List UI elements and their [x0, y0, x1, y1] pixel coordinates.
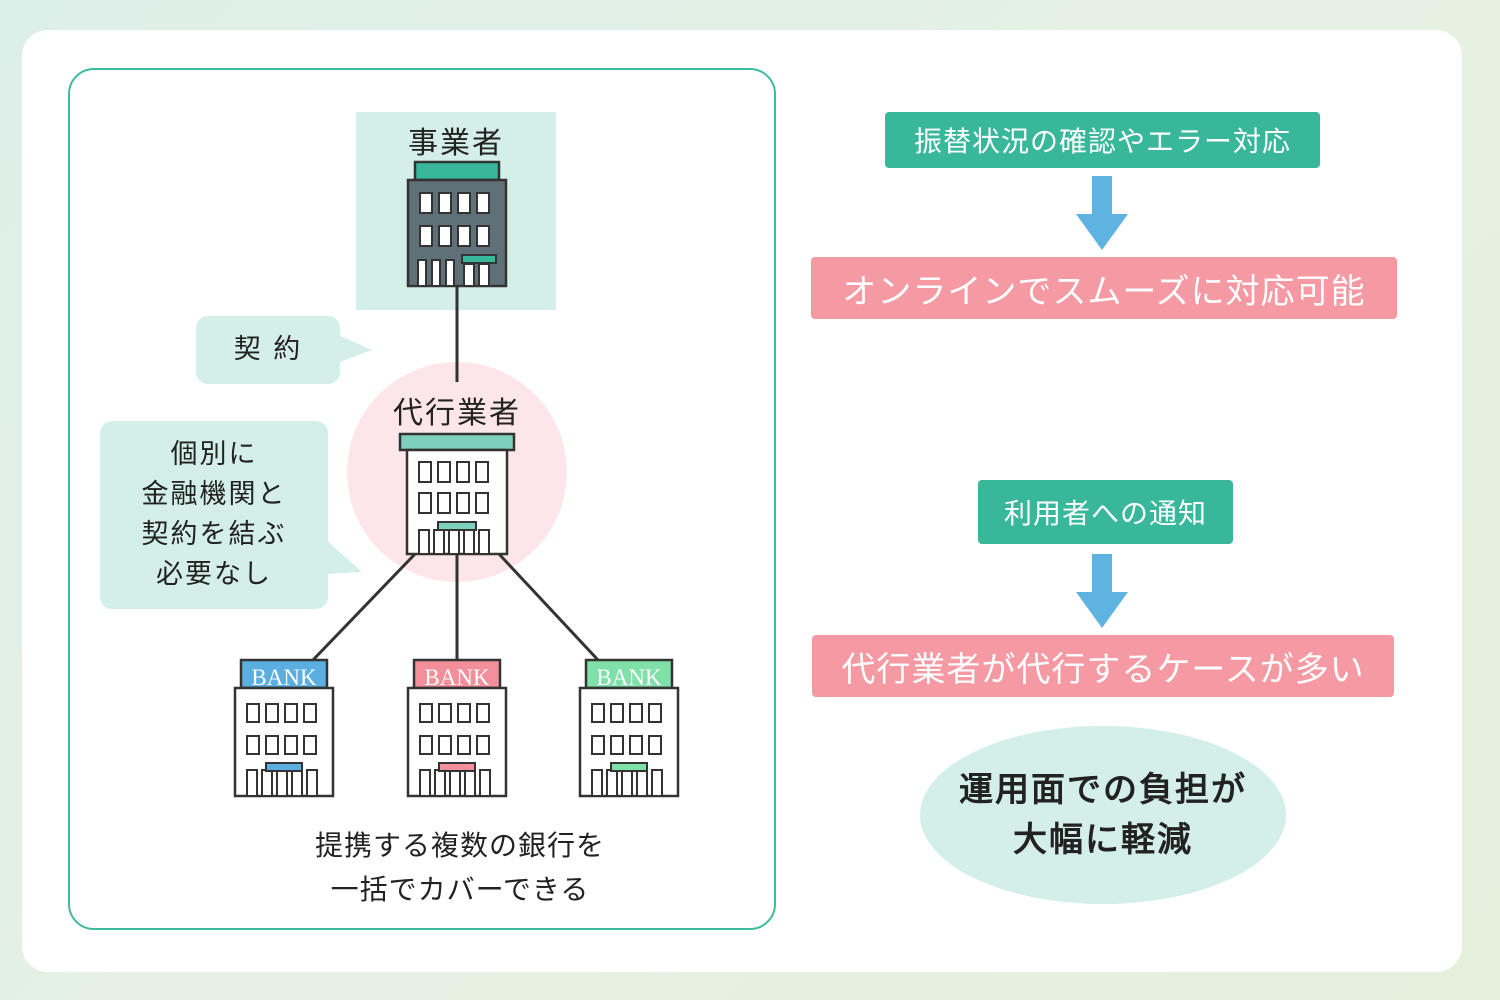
down-arrow-icon-2	[1076, 554, 1128, 628]
no-contract-line-3: 契約を結ぶ	[141, 519, 287, 550]
no-contract-line-1: 個別に	[170, 439, 258, 470]
online-response-label: オンラインでスムーズに対応可能	[811, 257, 1397, 319]
bank-caption: 提携する複数の銀行を 一括でカバーできる	[240, 824, 680, 912]
connector-lines	[311, 286, 600, 662]
user-notice-label: 利用者への通知	[978, 480, 1233, 544]
bank-building-3-icon	[578, 658, 680, 798]
agent-building-icon	[398, 432, 516, 556]
bank-caption-line-2: 一括でカバーできる	[330, 873, 590, 906]
operator-building-icon	[406, 160, 508, 288]
bank-sign-1: BANK	[251, 665, 317, 690]
bank-caption-line-1: 提携する複数の銀行を	[314, 829, 605, 862]
operator-label: 事業者	[408, 126, 504, 161]
contract-bubble-tail	[340, 336, 372, 362]
left-panel	[68, 68, 776, 930]
no-contract-line-2: 金融機関と	[141, 479, 287, 510]
agent-bank3-line	[497, 552, 600, 662]
error-handling-label: 振替状況の確認やエラー対応	[885, 112, 1320, 168]
bank-sign-3: BANK	[596, 665, 662, 690]
agent-bank1-line	[311, 552, 417, 662]
no-contract-bubble-tail	[326, 540, 362, 574]
bank-sign-2: BANK	[424, 665, 490, 690]
summary-line-2: 大幅に軽減	[1013, 820, 1193, 860]
down-arrow-icon-1	[1076, 176, 1128, 250]
bank-building-1-icon	[233, 658, 335, 798]
bank-building-2-icon	[406, 658, 508, 798]
contract-bubble: 契 約	[196, 316, 340, 384]
no-contract-bubble: 個別に 金融機関と 契約を結ぶ 必要なし	[100, 421, 328, 609]
right-arrows	[1076, 176, 1128, 628]
summary-ellipse: 運用面での負担が 大幅に軽減	[920, 726, 1286, 904]
summary-line-1: 運用面での負担が	[959, 770, 1247, 810]
no-contract-line-4: 必要なし	[156, 559, 272, 590]
agent-label: 代行業者	[393, 396, 521, 431]
agent-handles-label: 代行業者が代行するケースが多い	[812, 635, 1394, 697]
